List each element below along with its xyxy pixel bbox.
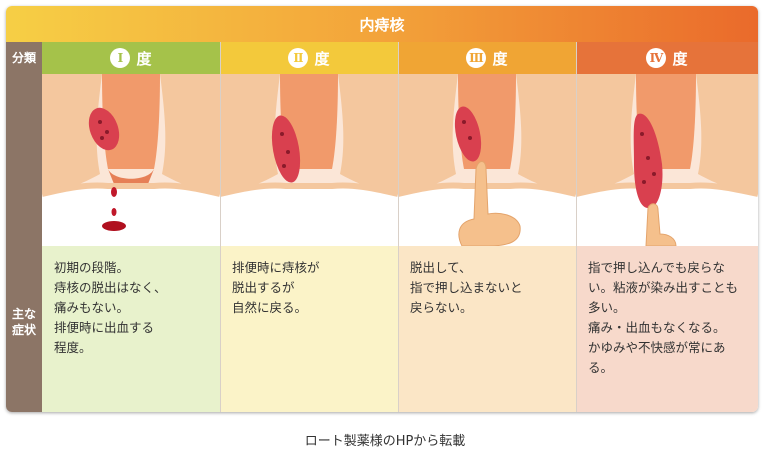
grade-3-header: Ⅲ 度 (398, 42, 576, 74)
grade-3-symptoms: 脱出して、 指で押し込まないと 戻らない。 (398, 246, 576, 412)
grade-4-suffix: 度 (672, 49, 688, 68)
symptoms-label-line1: 主な (11, 307, 36, 321)
grade-1-symptoms: 初期の段階。 痔核の脱出はなく、 痛みもない。 排便時に出血する 程度。 (42, 246, 220, 412)
source-caption: ロート製薬様のHPから転載 (304, 434, 466, 449)
grade-1-suffix: 度 (136, 49, 152, 68)
grade-2-header: Ⅱ 度 (220, 42, 398, 74)
column-divider (398, 42, 399, 412)
grade-2-numeral: Ⅱ (288, 48, 309, 68)
classification-label: 分類 (11, 51, 36, 65)
column-divider (220, 42, 221, 412)
grade-3-suffix: 度 (492, 49, 508, 68)
grade-4-numeral: Ⅳ (646, 48, 667, 68)
grade-3-numeral: Ⅲ (466, 48, 487, 68)
grade-2-illustration (220, 74, 398, 246)
grade-1-illustration (42, 74, 220, 246)
grade-1-numeral: Ⅰ (110, 48, 131, 68)
grade-4-illustration (576, 74, 758, 246)
column-divider (576, 42, 577, 412)
grade-3-illustration (398, 74, 576, 246)
grade-4-symptoms: 指で押し込んでも戻らない。粘液が染み出すことも多い。 痛み・出血もなくなる。 か… (576, 246, 758, 412)
grade-1-header: Ⅰ 度 (42, 42, 220, 74)
grade-4-header: Ⅳ 度 (576, 42, 758, 74)
hemorrhoid-table: 内痔核 分類 主な 症状 Ⅰ 度 初期の段階。 痔核の脱出はなく、 痛みもない。… (6, 6, 758, 412)
side-column (6, 42, 42, 412)
symptoms-label-line2: 症状 (11, 323, 36, 337)
table-title: 内痔核 (6, 6, 758, 42)
grade-2-suffix: 度 (314, 49, 330, 68)
grade-2-symptoms: 排便時に痔核が 脱出するが 自然に戻る。 (220, 246, 398, 412)
